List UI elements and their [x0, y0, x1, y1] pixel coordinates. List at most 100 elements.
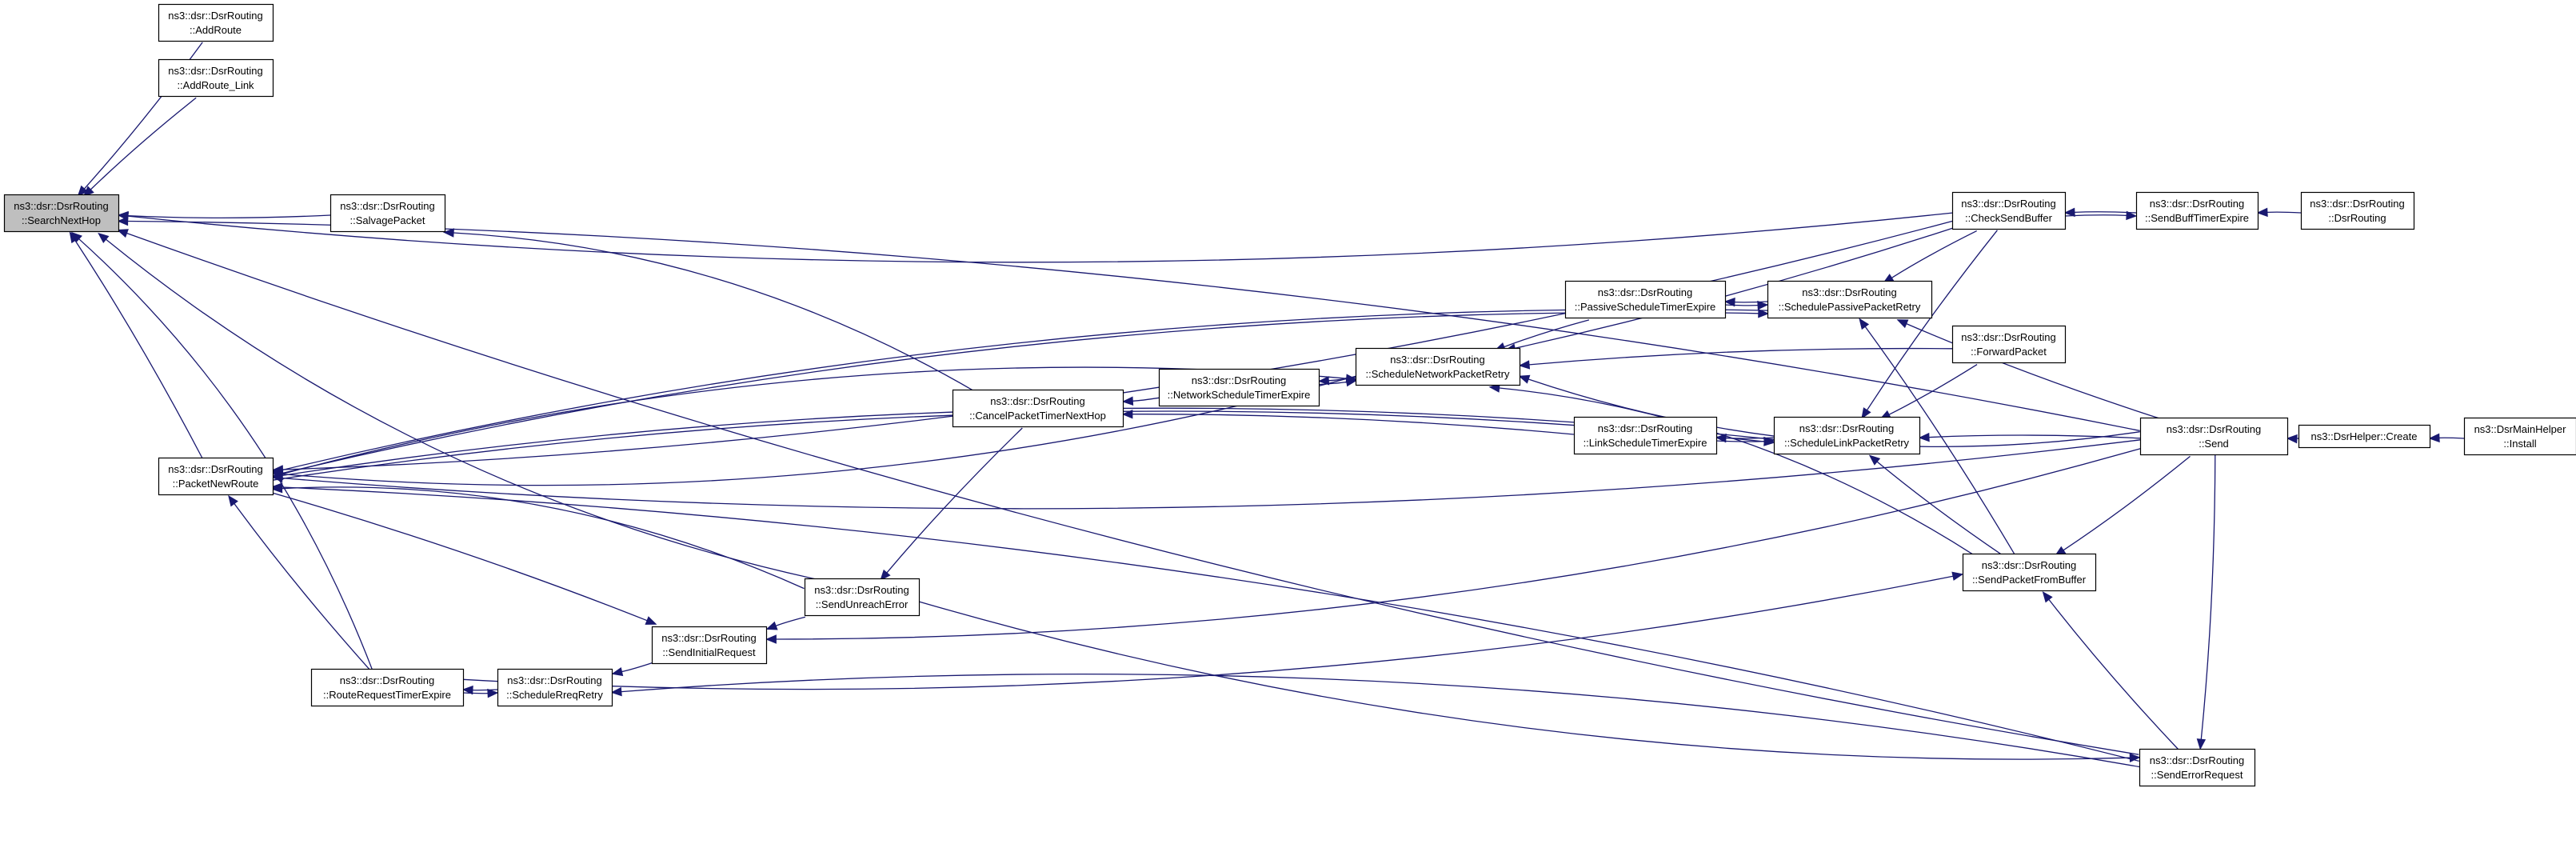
edge-line — [127, 212, 1953, 263]
arrowhead-icon — [610, 686, 622, 697]
node-send-unreach-error[interactable]: ns3::dsr::DsrRouting::SendUnreachError — [804, 578, 921, 617]
arrowhead-icon — [765, 634, 777, 644]
node-box — [804, 578, 921, 617]
node-method-label: ::PacketNewRoute — [173, 478, 259, 490]
arrowhead-icon — [1918, 432, 1930, 442]
edge-line — [453, 232, 976, 393]
arrowhead-icon — [271, 482, 283, 492]
node-namespace-label: ns3::dsr::DsrRouting — [990, 395, 1085, 407]
edge-salvage-packet-to-search-next-hop — [117, 210, 331, 221]
node-method-label: ::SalvagePacket — [350, 214, 425, 226]
arrowhead-icon — [98, 232, 110, 243]
arrowhead-icon — [116, 229, 129, 238]
node-salvage-packet[interactable]: ns3::dsr::DsrRouting::SalvagePacket — [329, 194, 446, 233]
arrowhead-icon — [1868, 454, 1881, 466]
node-schedule-network-packet-retry[interactable]: ns3::dsr::DsrRouting::ScheduleNetworkPac… — [1355, 347, 1521, 386]
node-method-label: ::SendBuffTimerExpire — [2145, 212, 2249, 224]
node-add-route[interactable]: ns3::dsr::DsrRouting::AddRoute — [158, 3, 274, 42]
node-add-route-link[interactable]: ns3::dsr::DsrRouting::AddRoute_Link — [158, 58, 274, 98]
node-namespace-label: ns3::dsr::DsrRouting — [1802, 286, 1897, 298]
node-namespace-label: ns3::dsr::DsrRouting — [340, 674, 435, 686]
edge-send-unreach-error-to-search-next-hop — [98, 232, 823, 582]
edge-send-error-request-to-packet-new-route — [271, 482, 2139, 762]
node-box — [2139, 748, 2256, 787]
node-method-label: ::SendUnreachError — [816, 598, 909, 610]
node-method-label: ::AddRoute_Link — [177, 79, 254, 91]
arrowhead-icon — [1345, 374, 1357, 383]
edge-line — [273, 311, 1759, 476]
node-schedule-link-packet-retry[interactable]: ns3::dsr::DsrRouting::ScheduleLinkPacket… — [1773, 416, 1921, 455]
edge-route-request-timer-expire-to-packet-new-route — [228, 494, 371, 671]
node-box — [2300, 191, 2415, 230]
edge-passive-schedule-timer-expire-to-schedule-passive-packet-retry — [1724, 300, 1769, 310]
node-box — [2298, 424, 2431, 449]
node-namespace-label: ns3::dsr::DsrRouting — [1598, 286, 1693, 298]
arrowhead-icon — [880, 569, 891, 581]
node-link-schedule-timer-expire[interactable]: ns3::dsr::DsrRouting::LinkScheduleTimerE… — [1573, 416, 1718, 455]
node-forward-packet[interactable]: ns3::dsr::DsrRouting::ForwardPacket — [1951, 325, 2067, 364]
node-dsr-main-helper-install[interactable]: ns3::DsrMainHelper::Install — [2463, 417, 2576, 456]
edge-send-to-send-packet-from-buffer — [2054, 455, 2191, 557]
node-box — [1951, 325, 2067, 364]
edge-line — [282, 439, 2141, 510]
edge-add-route-link-to-search-next-hop — [82, 97, 197, 198]
node-search-next-hop[interactable]: ns3::dsr::DsrRouting::SearchNextHop — [3, 194, 120, 233]
arrowhead-icon — [2126, 210, 2138, 221]
node-namespace-label: ns3::dsr::DsrRouting — [1961, 331, 2056, 343]
node-check-send-buffer[interactable]: ns3::dsr::DsrRouting::CheckSendBuffer — [1951, 191, 2067, 230]
arrowhead-icon — [2129, 753, 2141, 762]
edge-line — [90, 97, 197, 190]
node-box — [1951, 191, 2067, 230]
node-schedule-rreq-retry[interactable]: ns3::dsr::DsrRouting::ScheduleRreqRetry — [497, 668, 613, 707]
edge-cancel-packet-timer-next-hop-to-send-unreach-error — [880, 427, 1023, 581]
node-route-request-timer-expire[interactable]: ns3::dsr::DsrRouting::RouteRequestTimerE… — [310, 668, 465, 707]
node-cancel-packet-timer-next-hop[interactable]: ns3::dsr::DsrRouting::CancelPacketTimerN… — [952, 389, 1124, 428]
node-packet-new-route[interactable]: ns3::dsr::DsrRouting::PacketNewRoute — [158, 457, 274, 496]
node-namespace-label: ns3::dsr::DsrRouting — [168, 10, 263, 22]
edge-line — [1866, 230, 1998, 411]
edge-line — [1724, 304, 1759, 306]
arrowhead-icon — [487, 688, 499, 698]
node-method-label: ::ScheduleRreqRetry — [506, 689, 603, 701]
edge-check-send-buffer-to-schedule-link-packet-retry — [1861, 230, 1998, 419]
edge-dsr-main-helper-install-to-dsr-helper-create — [2428, 433, 2465, 443]
node-send-initial-request[interactable]: ns3::dsr::DsrRouting::SendInitialRequest — [651, 626, 768, 665]
node-method-label: ::LinkScheduleTimerExpire — [1584, 437, 1707, 449]
node-method-label: ::CancelPacketTimerNextHop — [969, 410, 1106, 422]
edge-line — [234, 503, 371, 671]
arrowhead-icon — [2286, 434, 2298, 444]
node-box — [1773, 416, 1921, 455]
node-send-error-request[interactable]: ns3::dsr::DsrRouting::SendErrorRequest — [2139, 748, 2256, 787]
edge-line — [621, 673, 2140, 768]
edge-schedule-rreq-retry-to-route-request-timer-expire — [461, 685, 498, 695]
arrowhead-icon — [1763, 437, 1775, 446]
node-namespace-label: ns3::dsr::DsrRouting — [507, 674, 602, 686]
edge-line — [621, 662, 653, 673]
node-schedule-passive-packet-retry[interactable]: ns3::dsr::DsrRouting::SchedulePassivePac… — [1767, 280, 1933, 319]
edge-line — [1515, 227, 1954, 349]
node-box — [1767, 280, 1933, 319]
edge-send-unreach-error-to-send-initial-request — [765, 616, 806, 630]
edge-line — [282, 486, 805, 590]
node-box — [1564, 280, 1727, 319]
node-passive-schedule-timer-expire[interactable]: ns3::dsr::DsrRouting::PassiveScheduleTim… — [1564, 280, 1727, 319]
node-namespace-label: ns3::dsr::DsrRouting — [2167, 423, 2262, 435]
edge-line — [2048, 598, 2180, 751]
edge-line — [282, 486, 2139, 762]
node-dsr-routing[interactable]: ns3::dsr::DsrRouting::DsrRouting — [2300, 191, 2415, 230]
node-method-label: ::SendInitialRequest — [662, 646, 756, 658]
node-send[interactable]: ns3::dsr::DsrRouting::Send — [2139, 417, 2289, 456]
node-namespace-label: ns3::dsr::DsrRouting — [661, 632, 757, 644]
node-method-label: ::ScheduleLinkPacketRetry — [1784, 437, 1910, 449]
node-box — [158, 457, 274, 496]
node-dsr-helper-create[interactable]: ns3::DsrHelper::Create — [2298, 424, 2431, 449]
arrowhead-icon — [2256, 207, 2268, 218]
edge-line — [74, 240, 203, 459]
node-namespace-label: ns3::dsr::DsrRouting — [2150, 198, 2245, 210]
node-send-packet-from-buffer[interactable]: ns3::dsr::DsrRouting::SendPacketFromBuff… — [1962, 553, 2097, 592]
edge-line — [1906, 323, 2164, 421]
node-network-schedule-timer-expire[interactable]: ns3::dsr::DsrRouting::NetworkScheduleTim… — [1158, 368, 1320, 407]
node-send-buff-timer-expire[interactable]: ns3::dsr::DsrRouting::SendBuffTimerExpir… — [2135, 191, 2259, 230]
arrowhead-icon — [2196, 738, 2207, 750]
arrowhead-icon — [461, 685, 473, 695]
